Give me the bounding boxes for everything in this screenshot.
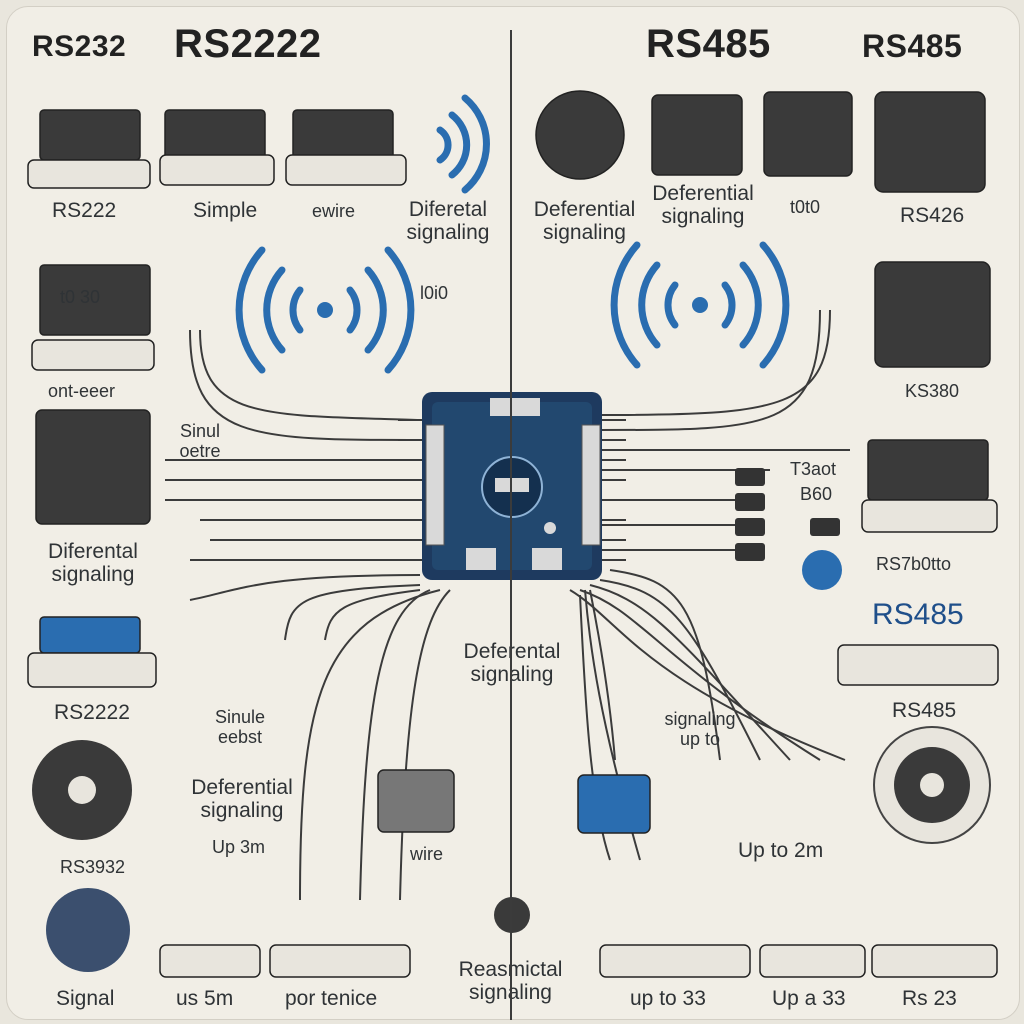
label-up3: Up 3m xyxy=(212,837,266,857)
label-rs3932: RS3932 xyxy=(60,857,126,877)
label-up-a-33: Up a 33 xyxy=(772,987,846,1010)
label-ont-eeer: ont-eeer xyxy=(48,381,116,401)
label-signal: Signal xyxy=(56,987,115,1010)
label-ewire: ewire xyxy=(312,201,356,221)
label-rs222: RS222 xyxy=(52,199,117,222)
label-deferental-signaling-center: Deferentalsignaling xyxy=(464,640,561,687)
label-l0i0: l0i0 xyxy=(420,283,449,303)
wireless-waves xyxy=(235,94,790,374)
label-t0t0: t0t0 xyxy=(790,197,821,217)
microcontroller-board xyxy=(422,392,602,580)
label-rs485-low: RS485 xyxy=(892,699,957,722)
label-us-5m: us 5m xyxy=(176,987,234,1010)
label-t3aot: T3aot xyxy=(790,459,837,479)
label-rs2222-left: RS2222 xyxy=(54,701,130,724)
label-rs7b0tto: RS7b0tto xyxy=(876,554,952,574)
label-rs426: RS426 xyxy=(900,204,965,227)
label-rs-23: Rs 23 xyxy=(902,987,957,1010)
title-rs232-small: RS232 xyxy=(32,30,127,63)
label-por-tenice: por tenice xyxy=(285,987,378,1010)
fan-icons xyxy=(32,550,991,972)
title-rs485-small: RS485 xyxy=(862,28,963,64)
label-ks380: KS380 xyxy=(905,381,960,401)
label-rs485-mid: RS485 xyxy=(872,598,964,631)
db9-connectors xyxy=(27,90,999,978)
label-t0-30: t0 30 xyxy=(60,287,101,307)
label-b60: B60 xyxy=(800,484,833,504)
label-simple: Simple xyxy=(193,199,258,222)
center-divider xyxy=(510,30,512,1020)
title-rs485-big: RS485 xyxy=(646,22,771,66)
label-up-to-33: up to 33 xyxy=(630,987,706,1010)
label-wire: wire xyxy=(410,844,444,864)
title-rs2222: RS2222 xyxy=(174,22,322,66)
label-up-to-2m: Up to 2m xyxy=(738,839,824,862)
